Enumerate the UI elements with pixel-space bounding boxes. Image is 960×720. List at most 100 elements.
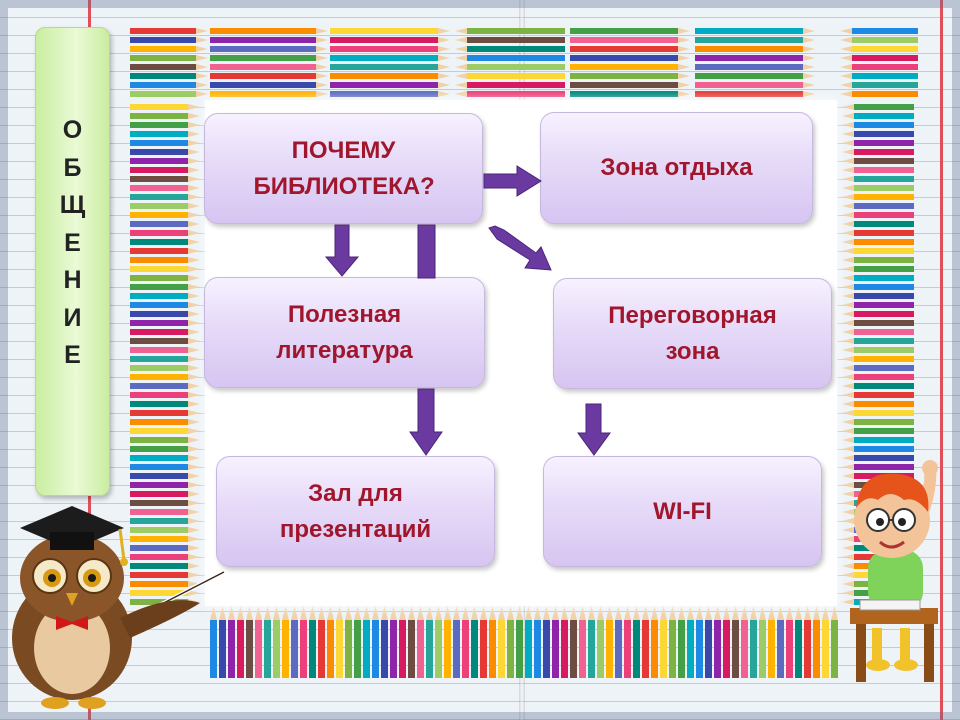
pencil <box>130 122 200 128</box>
pencil <box>130 149 200 155</box>
pencil <box>130 194 200 200</box>
pencil <box>462 606 469 678</box>
pencil <box>842 428 914 434</box>
pencil <box>130 140 200 146</box>
pencil <box>842 149 914 155</box>
pencil <box>408 606 415 678</box>
pencil <box>300 606 307 678</box>
pencil <box>570 64 690 70</box>
pencil <box>255 606 262 678</box>
box-presentation-hall-text: Зал для презентаций <box>279 479 432 543</box>
box-why-library: ПОЧЕМУ БИБЛИОТЕКА? <box>204 113 483 224</box>
pencil <box>840 55 918 61</box>
pencil <box>130 581 200 587</box>
pencil <box>210 73 328 79</box>
box-meeting-zone: Переговорная зона <box>553 278 832 389</box>
pencil <box>842 284 914 290</box>
pencil <box>842 410 914 416</box>
pencil <box>842 464 914 470</box>
pencil <box>130 248 200 254</box>
pencil <box>130 392 200 398</box>
pencil <box>695 37 815 43</box>
pencil <box>498 606 505 678</box>
pencil <box>210 37 328 43</box>
pencil <box>615 606 622 678</box>
pencil <box>570 73 690 79</box>
pencil <box>480 606 487 678</box>
pencil <box>842 365 914 371</box>
pencil <box>842 401 914 407</box>
pencil <box>455 46 565 52</box>
pencil <box>842 347 914 353</box>
pencil <box>840 73 918 79</box>
pencil <box>381 606 388 678</box>
pencil <box>455 28 565 34</box>
pencil <box>444 606 451 678</box>
pencil <box>372 606 379 678</box>
box-useful-literature: Полезная литература <box>204 277 485 388</box>
pencil <box>210 606 217 678</box>
pencil <box>597 606 604 678</box>
pencil <box>534 606 541 678</box>
pencil <box>130 158 200 164</box>
pencil <box>130 374 200 380</box>
pencil <box>273 606 280 678</box>
pencil <box>842 113 914 119</box>
pencil <box>842 239 914 245</box>
pencil <box>695 91 815 97</box>
pencil <box>842 446 914 452</box>
pencil <box>130 230 200 236</box>
pencil <box>130 509 200 515</box>
pencil <box>842 455 914 461</box>
pencil <box>842 293 914 299</box>
pencil <box>678 606 685 678</box>
pencil <box>130 455 200 461</box>
pencil <box>130 500 200 506</box>
pencil <box>842 230 914 236</box>
pencil <box>840 28 918 34</box>
pencil <box>660 606 667 678</box>
pencil <box>516 606 523 678</box>
pencil <box>130 82 208 88</box>
pencil <box>130 28 208 34</box>
pencil <box>842 158 914 164</box>
notebook-margin-line-right <box>940 0 943 720</box>
pencil <box>695 55 815 61</box>
pencil <box>840 82 918 88</box>
pencil <box>282 606 289 678</box>
box-presentation-hall: Зал для презентаций <box>216 456 495 567</box>
pencil <box>336 606 343 678</box>
pencil <box>246 606 253 678</box>
pencil <box>759 606 766 678</box>
pencil <box>714 606 721 678</box>
pencil <box>219 606 226 678</box>
pencil <box>723 606 730 678</box>
pencil <box>453 606 460 678</box>
pencil <box>130 257 200 263</box>
pencil <box>455 37 565 43</box>
pencil <box>695 46 815 52</box>
pencil <box>327 606 334 678</box>
pencil <box>130 73 208 79</box>
pencil <box>842 212 914 218</box>
pencil <box>417 606 424 678</box>
pencil <box>842 383 914 389</box>
pencil <box>579 606 586 678</box>
pencil <box>130 91 208 97</box>
pencil <box>455 82 565 88</box>
pencil <box>842 275 914 281</box>
owl-graduate-icon <box>12 506 225 709</box>
pencil <box>840 91 918 97</box>
pencil <box>687 606 694 678</box>
pencil <box>130 266 200 272</box>
pencil <box>842 194 914 200</box>
pencil <box>842 257 914 263</box>
pencil <box>842 221 914 227</box>
box-useful-literature-text: Полезная литература <box>276 300 413 364</box>
pencil <box>695 82 815 88</box>
pencil <box>318 606 325 678</box>
pencil <box>130 464 200 470</box>
pencil <box>777 606 784 678</box>
pencil <box>842 311 914 317</box>
pencil <box>130 293 200 299</box>
